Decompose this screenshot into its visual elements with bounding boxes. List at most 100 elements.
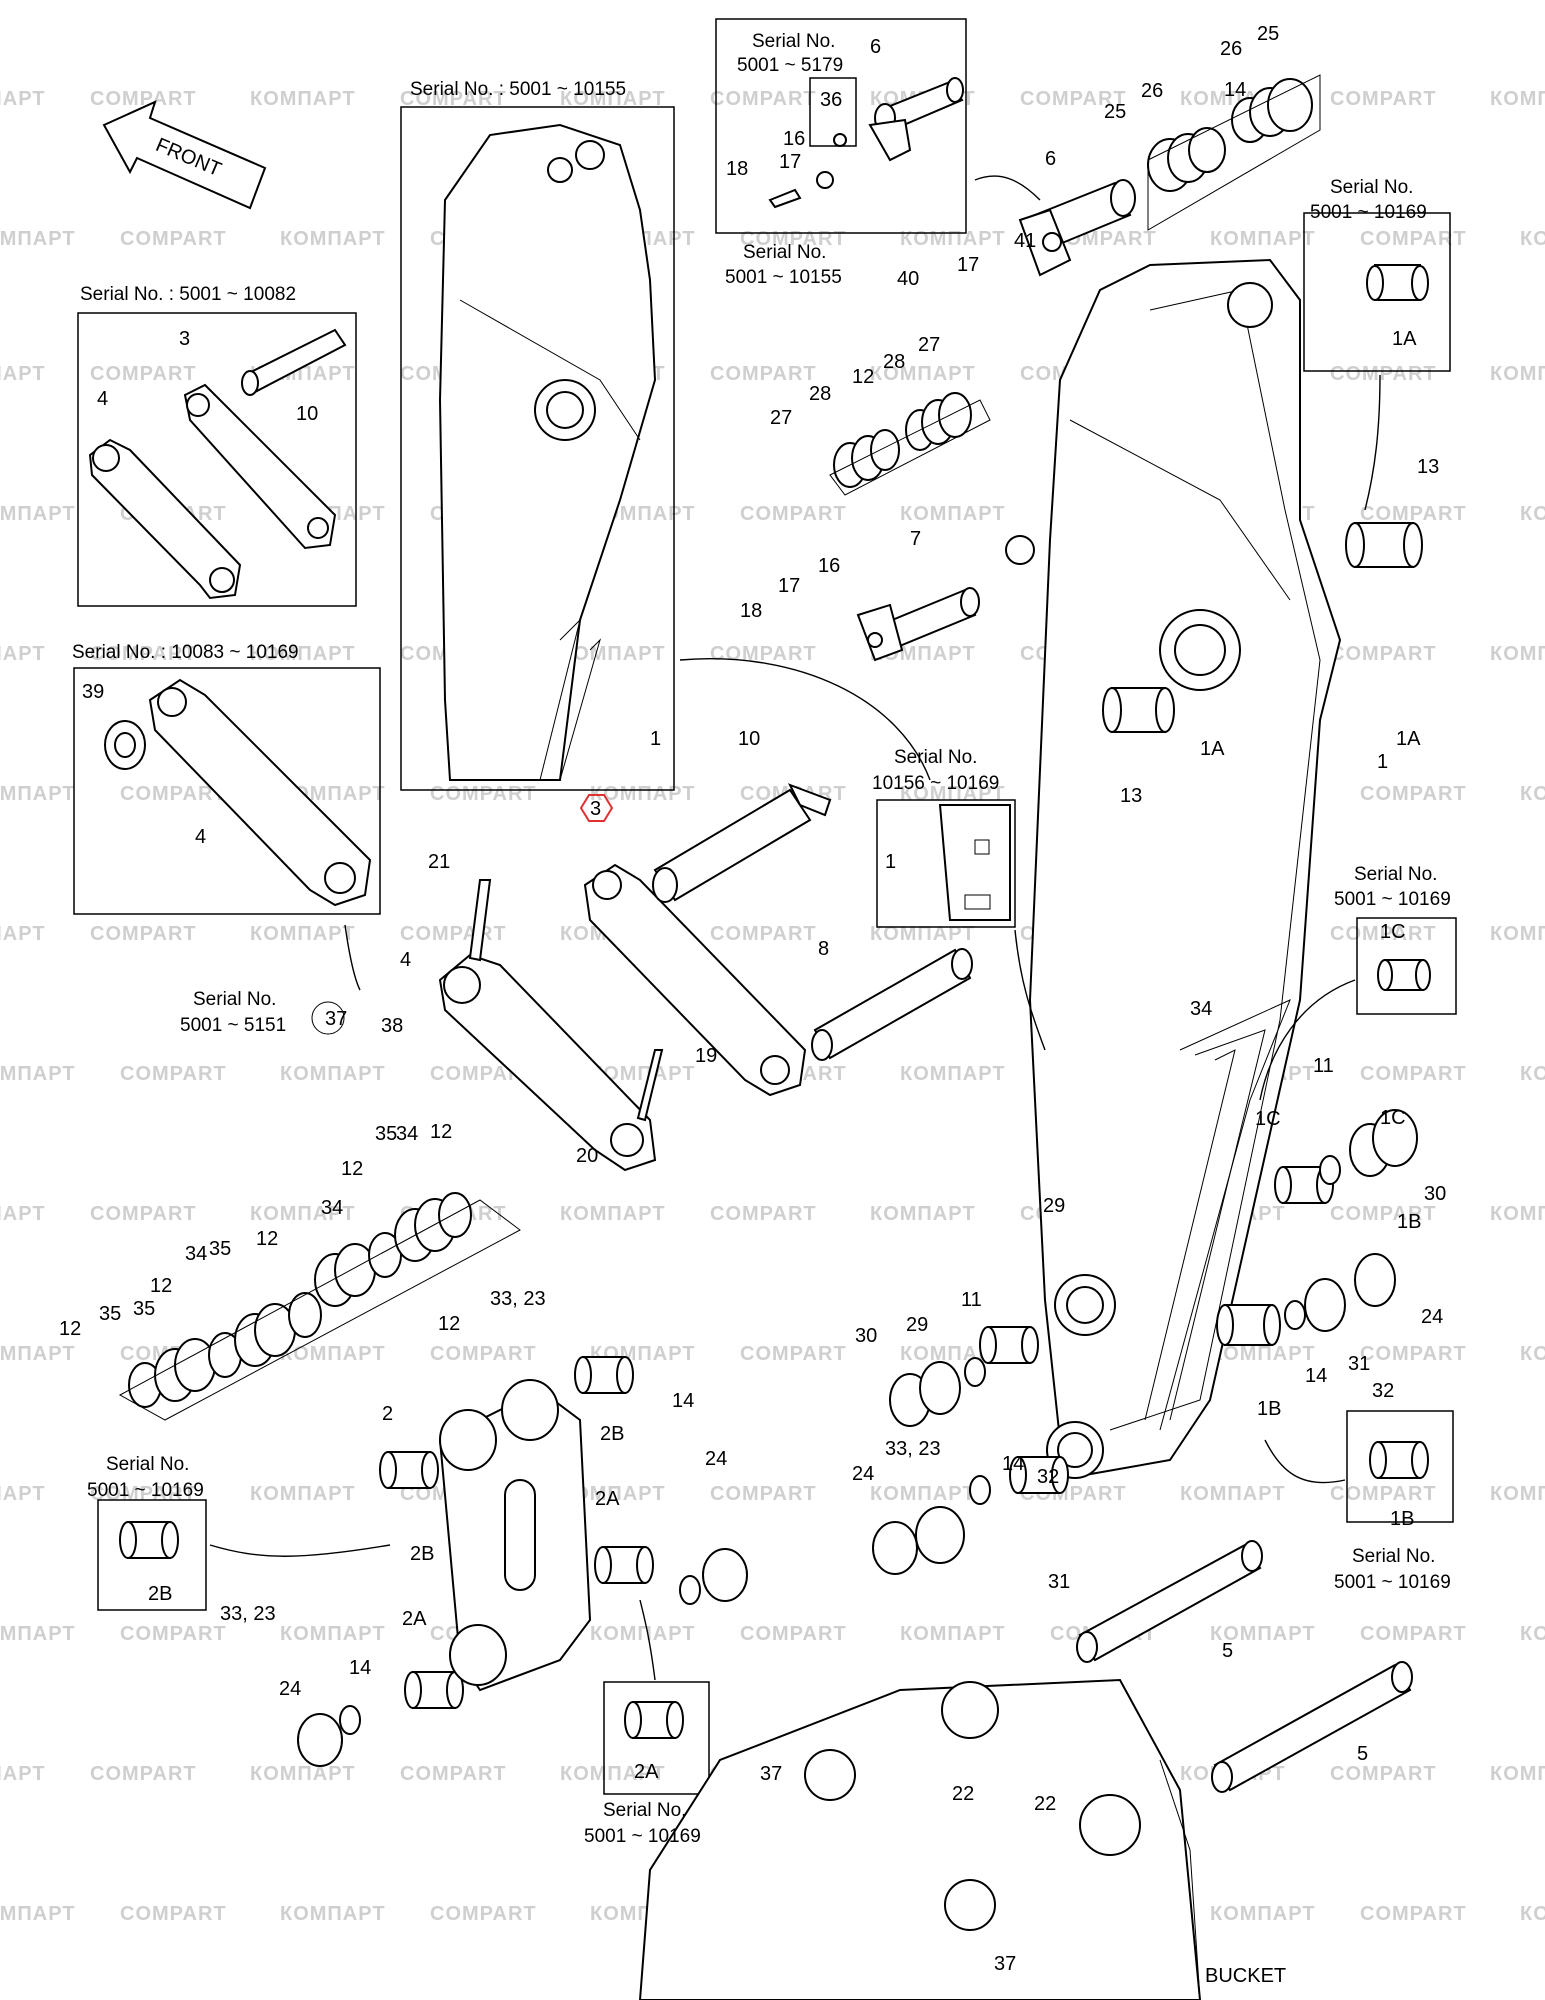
watermark-text: КОМПАРТ: [1490, 643, 1545, 665]
part-callout: 14: [1305, 1365, 1327, 1387]
serial-label: Serial No.: [603, 1800, 686, 1821]
watermark-text: КОМПАРТ: [1490, 363, 1545, 385]
part-callout: 12: [59, 1318, 81, 1340]
serial-label: 10156 ~ 10169: [872, 773, 999, 794]
watermark-text: КОМПАРТ: [0, 1483, 46, 1505]
watermark-text: COMPART: [710, 363, 817, 385]
watermark-text: КОМПАРТ: [280, 1903, 386, 1925]
leader-lines: [209, 175, 1381, 1681]
watermark-text: COMPART: [120, 1903, 227, 1925]
part-callout: 34: [1190, 998, 1212, 1020]
part-callout: 35: [209, 1238, 231, 1260]
watermark-text: COMPART: [1330, 1483, 1437, 1505]
watermark-text: КОМПАРТ: [1520, 228, 1545, 250]
part-callout: 36: [820, 89, 842, 111]
bushings: [119, 264, 1431, 1739]
watermark-text: КОМПАРТ: [560, 1483, 666, 1505]
part-callout: 32: [1372, 1380, 1394, 1402]
part-callout: 5: [1222, 1640, 1233, 1662]
part-callout: 14: [672, 1390, 694, 1412]
watermark-text: COMPART: [710, 643, 817, 665]
part-callout: 34: [321, 1197, 343, 1219]
serial-label: Serial No. : 5001 ~ 10082: [80, 284, 296, 305]
part-callout: 37: [760, 1763, 782, 1785]
watermark-text: КОМПАРТ: [280, 228, 386, 250]
part-callout: 33, 23: [885, 1438, 941, 1460]
watermark-text: КОМПАРТ: [0, 783, 76, 805]
serial-label: 5001 ~ 10169: [87, 1480, 204, 1501]
part-callout: 2: [382, 1403, 393, 1425]
link-inset-box-1: [77, 312, 357, 607]
serial-labels: Serial No. : 5001 ~ 10155 Serial No. 500…: [72, 31, 1451, 1847]
part-callout: 37: [325, 1008, 347, 1030]
serial-10156-part: [938, 804, 1011, 921]
part-callout: 32: [1037, 1466, 1059, 1488]
part-callout: 22: [1034, 1793, 1056, 1815]
watermark-text: COMPART: [90, 1203, 197, 1225]
bucket-label: BUCKET: [1205, 1965, 1286, 1987]
part-callout: 16: [783, 128, 805, 150]
watermark-text: COMPART: [90, 363, 197, 385]
watermark-text: КОМПАРТ: [0, 503, 76, 525]
watermark-text: КОМПАРТ: [1520, 1343, 1545, 1365]
watermark-text: КОМПАРТ: [1210, 1623, 1316, 1645]
part-callout: 14: [1002, 1453, 1024, 1475]
watermark-text: КОМПАРТ: [870, 1483, 976, 1505]
watermark-text: КОМПАРТ: [250, 923, 356, 945]
serial-label: 5001 ~ 5151: [180, 1015, 286, 1036]
watermark-text: COMPART: [1330, 88, 1437, 110]
arm-inset-box: [400, 106, 675, 791]
part-callout: 1A: [1396, 728, 1421, 750]
watermark-text: COMPART: [430, 1343, 537, 1365]
bushing-1c-box: [1356, 917, 1457, 1015]
pin-8: [811, 948, 973, 1061]
part-callout: 33, 23: [490, 1288, 546, 1310]
serial-label: Serial No.: [1352, 1546, 1435, 1567]
part-callout: 25: [1257, 23, 1279, 45]
watermark-text: КОМПАРТ: [1490, 923, 1545, 945]
part-callout: 27: [770, 407, 792, 429]
serial-label: Serial No.: [743, 242, 826, 263]
watermark-text: COMPART: [120, 228, 227, 250]
part-callout: 14: [349, 1657, 371, 1679]
serial-label: Serial No.: [894, 747, 977, 768]
serial-label: 5001 ~ 10169: [1334, 1572, 1451, 1593]
part-callout: 31: [1348, 1353, 1370, 1375]
serial-label: 5001 ~ 10155: [725, 267, 842, 288]
watermark-text: COMPART: [90, 923, 197, 945]
callout-3-highlight: [579, 794, 614, 822]
part-callout: 25: [1104, 101, 1126, 123]
part-callout: 33, 23: [220, 1603, 276, 1625]
link-inset-box-2: [73, 667, 381, 915]
arm-inset-part: [438, 123, 657, 781]
part-callout: 17: [957, 254, 979, 276]
watermark-text: COMPART: [1360, 1343, 1467, 1365]
watermark-text: КОМПАРТ: [900, 503, 1006, 525]
watermark-text: КОМПАРТ: [0, 1203, 46, 1225]
part-callout: 27: [918, 334, 940, 356]
part-callout: 14: [1224, 79, 1246, 101]
watermark-text: COMPART: [710, 88, 817, 110]
bushing-2a-box: [603, 1681, 710, 1795]
pin-10: [652, 783, 832, 903]
watermark-text: КОМПАРТ: [1520, 1623, 1545, 1645]
link-inset-2-parts: [104, 678, 372, 907]
bucket: [638, 1678, 1202, 2000]
part-callout: 37: [994, 1953, 1016, 1975]
part-callout: 12: [256, 1228, 278, 1250]
watermark-text: COMPART: [120, 1623, 227, 1645]
watermark-text: КОМПАРТ: [1520, 1903, 1545, 1925]
part-callout: 12: [852, 366, 874, 388]
watermark-text: КОМПАРТ: [280, 1623, 386, 1645]
part-callout: 6: [1045, 148, 1056, 170]
serial-10156-box: [876, 799, 1016, 928]
watermark-text: КОМПАРТ: [590, 1623, 696, 1645]
watermark-text: COMPART: [400, 1763, 507, 1785]
part-callout: 12: [430, 1121, 452, 1143]
watermark-text: КОМПАРТ: [250, 643, 356, 665]
seal-stack-mid: [829, 392, 991, 496]
part-callout: 1B: [1257, 1398, 1281, 1420]
watermark-text: COMPART: [1360, 1623, 1467, 1645]
bushing-1b-box: [1346, 1410, 1454, 1523]
watermark-text: COMPART: [1330, 1763, 1437, 1785]
